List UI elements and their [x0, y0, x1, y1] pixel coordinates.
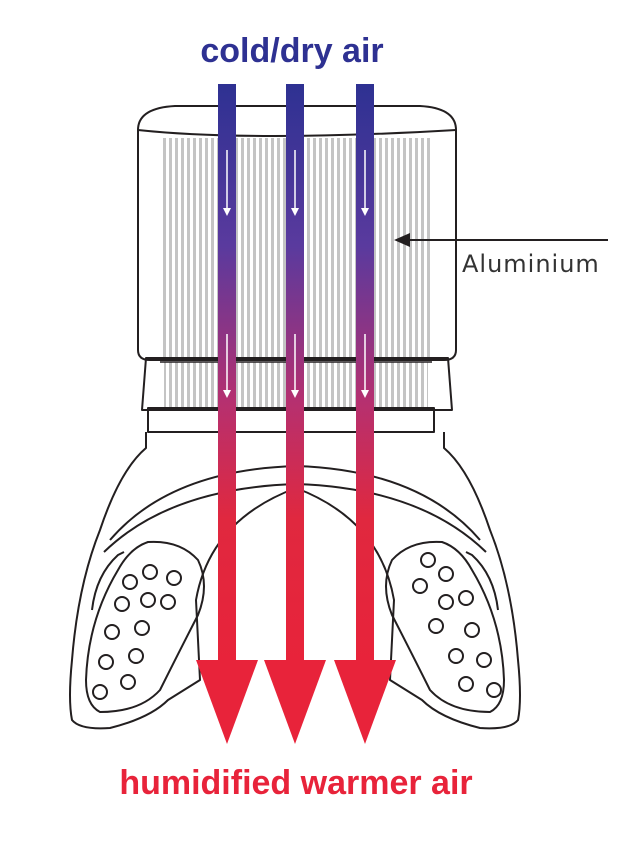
- aluminium-callout: Aluminium: [394, 233, 608, 278]
- material-label: Aluminium: [462, 250, 600, 278]
- inlet-label: cold/dry air: [200, 32, 383, 70]
- right-bite-pad: [385, 540, 505, 713]
- airflow-arrow-left: [196, 84, 258, 744]
- left-bite-pad: [85, 540, 205, 713]
- callout-arrowhead-icon: [394, 233, 410, 247]
- airflow-arrow-middle: [264, 84, 326, 744]
- outlet-label: humidified warmer air: [119, 764, 472, 802]
- airflow-arrow-right: [334, 84, 396, 744]
